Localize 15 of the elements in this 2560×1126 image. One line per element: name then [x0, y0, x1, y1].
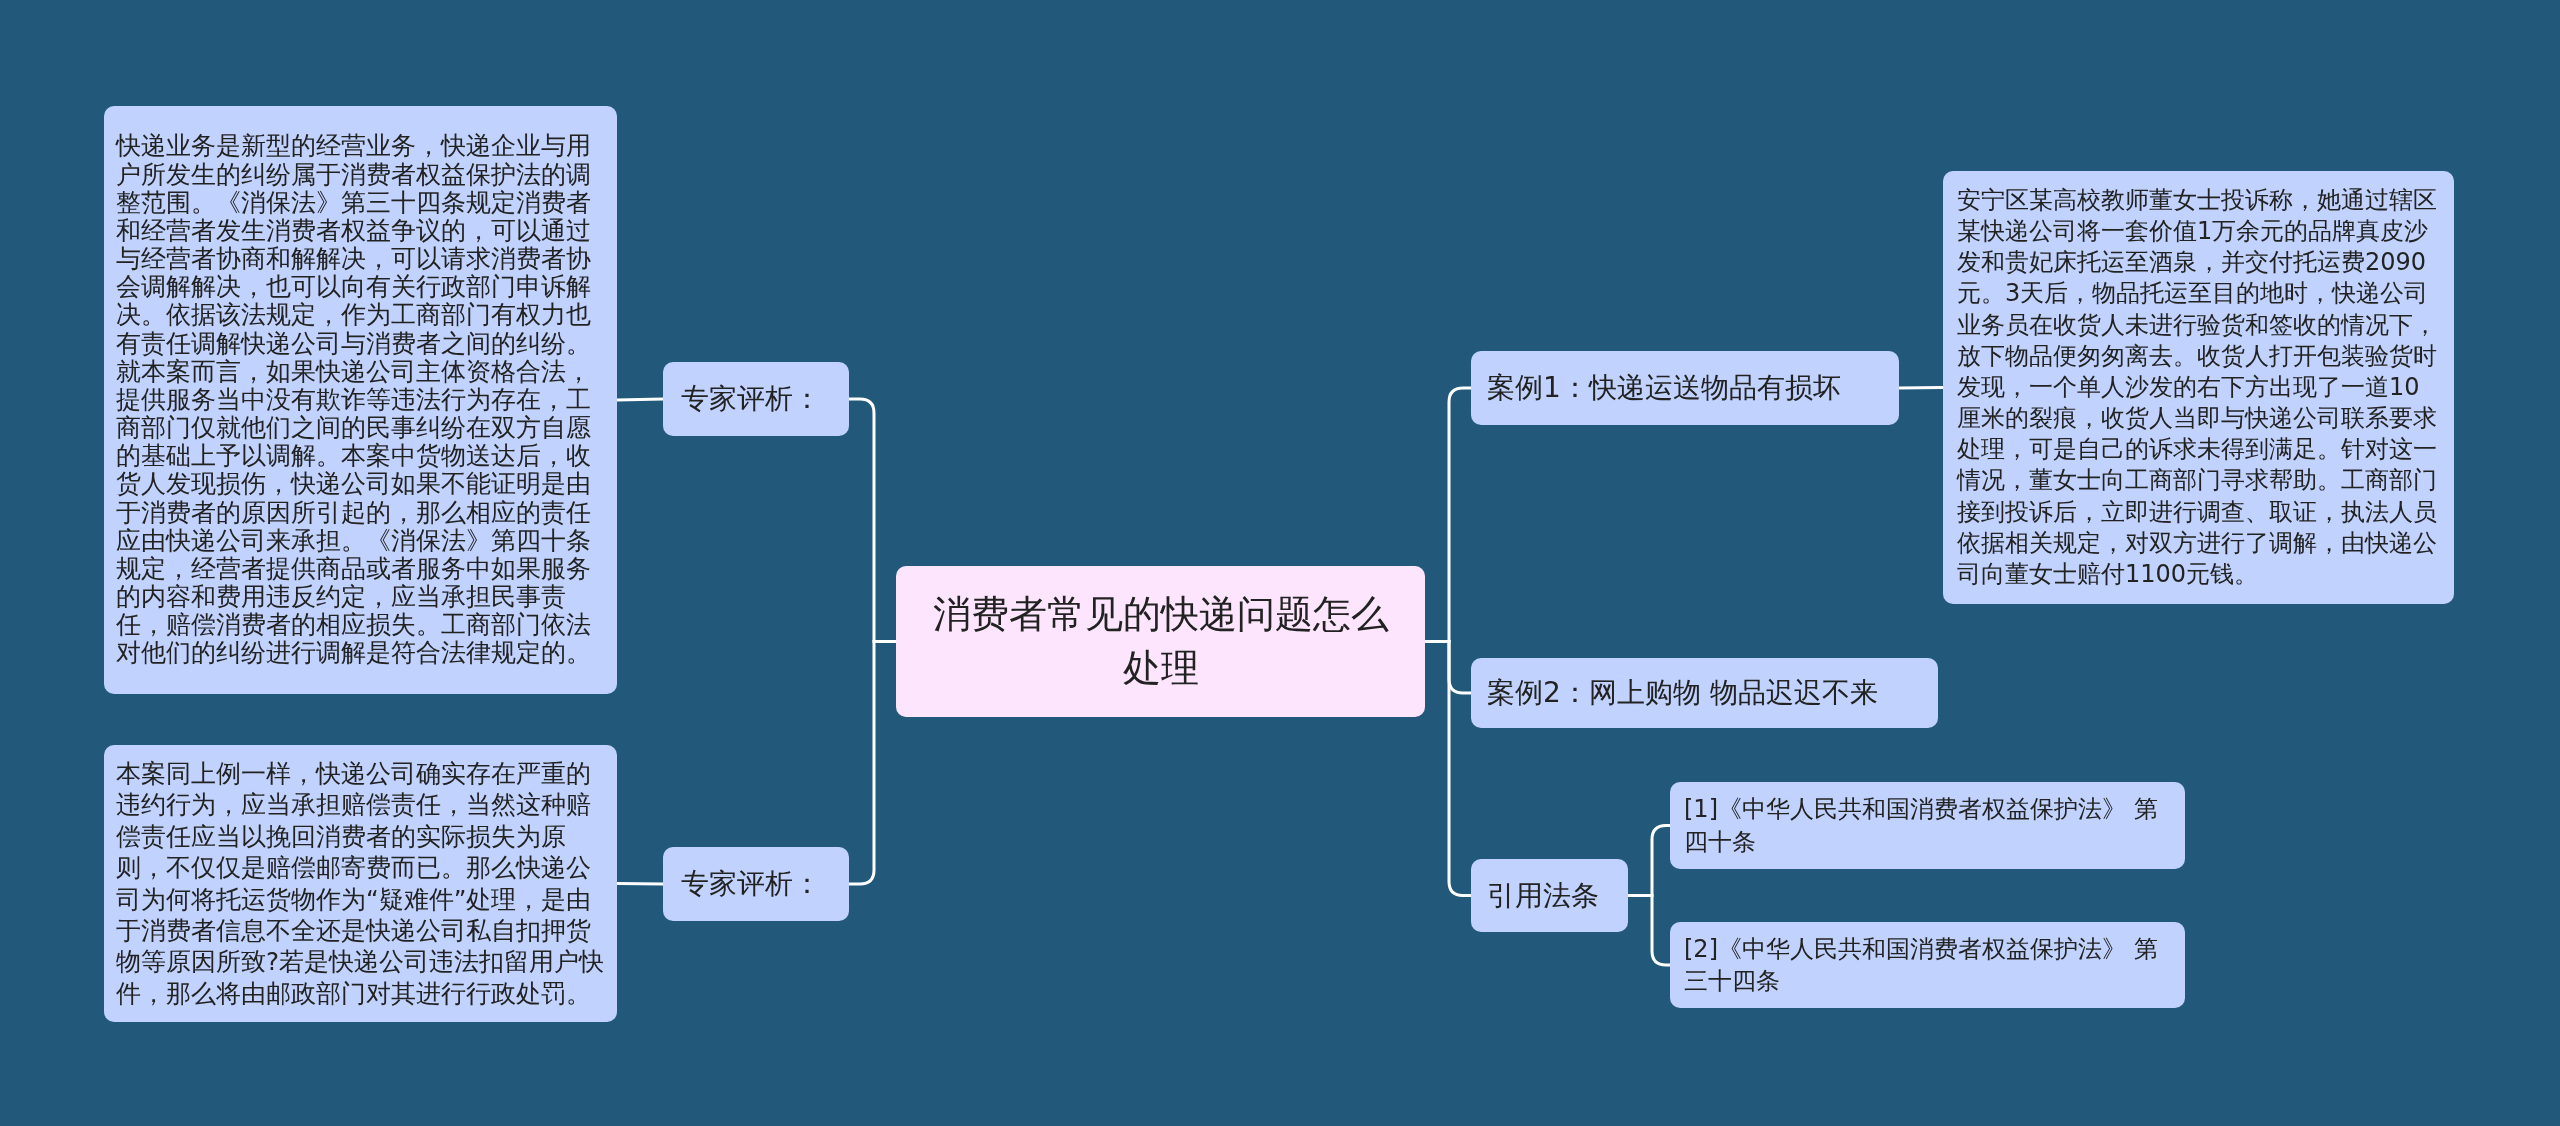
branch-box: 专家评析：	[663, 362, 849, 436]
branch-box: 专家评析：	[663, 847, 849, 921]
text-box: [1]《中华人民共和国消费者权益保护法》 第四十条	[1670, 782, 2185, 869]
connector-line	[617, 882, 663, 886]
branch-box: 引用法条	[1471, 859, 1628, 932]
connector-line	[1899, 386, 1943, 390]
branch-box: 案例2：网上购物 物品迟迟不来	[1471, 658, 1938, 728]
text-box: 快递业务是新型的经营业务，快递企业与用户所发生的纠纷属于消费者权益保护法的调整范围。《消保法》第三十四条规定消费者和经营者发生消费者权益争议的，可以通过与经营者协商和解解决，可以请求消费者协会调解解决，也可以向有关行政部门申诉解决。依据该法规定，作为工商部门有权力也有责任调解快递公司与消费者之间的纠纷。就本案而言，如果快递公司主体资格合法，提供服务当中没有欺诈等违法行为存在，工商部门仅就他们之间的民事纠纷在双方自愿的基础上予以调解。本案中货物送达后，收货人发现损伤，快递公司如果不能证明是由于消费者的原因所引起的，那么相应的责任应由快递公司来承担。《消保法》第四十条规定，经营者提供商品或者服务中如果服务的内容和费用违反约定，应当承担民事责任，赔偿消费者的相应损失。工商部门依法对他们的纠纷进行调解是符合法律规定的。	[104, 106, 617, 694]
text-box: 安宁区某高校教师董女士投诉称，她通过辖区某快递公司将一套价值1万余元的品牌真皮沙发和贵妃床托运至酒泉，并交付托运费2090元。3天后，物品托运至目的地时，快递公司业务员在收货人未进行验货和签收的情况下，放下物品便匆匆离去。收货人打开包装验货时发现，一个单人沙发的右下方出现了一道10厘米的裂痕，收货人当即与快递公司联系要求处理，可是自己的诉求未得到满足。针对这一情况，董女士向工商部门寻求帮助。工商部门接到投诉后，立即进行调查、取证，执法人员依据相关规定，对双方进行了调解，由快递公司向董女士赔付1100元钱。	[1943, 171, 2454, 604]
central-topic-box: 消费者常见的快递问题怎么处理	[896, 566, 1425, 717]
connector-line	[849, 640, 896, 886]
text-box: [2]《中华人民共和国消费者权益保护法》 第三十四条	[1670, 922, 2185, 1008]
text-box: 本案同上例一样，快递公司确实存在严重的违约行为，应当承担赔偿责任，当然这种赔偿责任应当以挽回消费者的实际损失为原则，不仅仅是赔偿邮寄费而已。那么快递公司为何将托运货物作为“疑难件”处理，是由于消费者信息不全还是快递公司私自扣押货物等原因所致?若是快递公司违法扣留用户快件，那么将由邮政部门对其进行行政处罚。	[104, 745, 617, 1022]
branch-box: 案例1：快递运送物品有损坏	[1471, 351, 1899, 425]
connector-line	[616, 397, 664, 402]
